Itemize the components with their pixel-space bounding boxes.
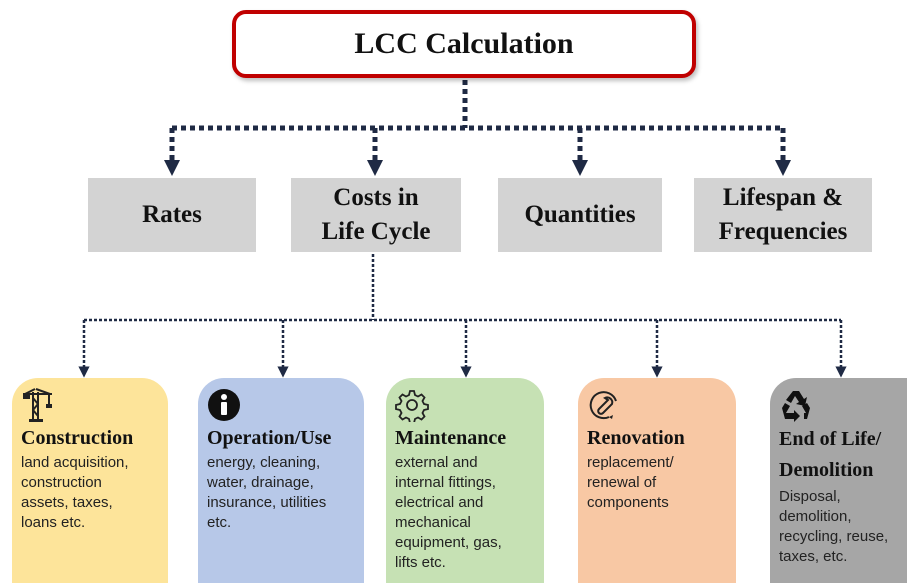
phase-description: Disposal, demolition, recycling, reuse, … xyxy=(779,488,889,565)
category-label: Quantities xyxy=(524,201,636,228)
phase-description: external and internal fittings, electric… xyxy=(395,454,502,571)
category-label: Costs in Life Cycle xyxy=(321,184,431,245)
phase-description: energy, cleaning, water, drainage, insur… xyxy=(207,454,327,531)
phase-card-renovation: Renovation replacement/ renewal of compo… xyxy=(578,378,736,583)
gear-icon xyxy=(395,390,429,422)
category-costs-in-life-cycle: Costs in Life Cycle xyxy=(291,178,461,252)
category-quantities: Quantities xyxy=(498,178,662,252)
phase-title: Maintenance xyxy=(395,427,507,449)
phase-description: replacement/ renewal of components xyxy=(587,454,674,511)
phase-card-maintenance: Maintenance external and internal fittin… xyxy=(386,378,544,583)
root-title: LCC Calculation xyxy=(354,27,574,60)
phase-description: land acquisition, construction assets, t… xyxy=(21,454,129,531)
phase-title: Construction xyxy=(21,427,134,449)
phase-title: End of Life/ Demolition xyxy=(779,428,882,481)
top-connectors xyxy=(163,80,792,177)
phase-card-operation-use: Operation/Use energy, cleaning, water, d… xyxy=(198,378,364,583)
phase-title: Renovation xyxy=(587,427,685,449)
crane-icon xyxy=(23,388,52,422)
wrench-icon xyxy=(589,391,617,420)
category-rates: Rates xyxy=(88,178,256,252)
category-lifespan-frequencies: Lifespan & Frequencies xyxy=(694,178,872,252)
phase-card-construction: Construction land acquisition, construct… xyxy=(12,378,168,583)
phase-card-end-of-life: End of Life/ Demolition Disposal, demoli… xyxy=(770,378,907,583)
category-label: Rates xyxy=(142,201,202,228)
bottom-connectors xyxy=(78,254,847,378)
info-icon xyxy=(208,389,240,421)
category-label: Lifespan & Frequencies xyxy=(718,184,848,245)
recycle-icon xyxy=(782,391,810,422)
phase-title: Operation/Use xyxy=(207,427,332,449)
root-node: LCC Calculation xyxy=(232,10,696,78)
